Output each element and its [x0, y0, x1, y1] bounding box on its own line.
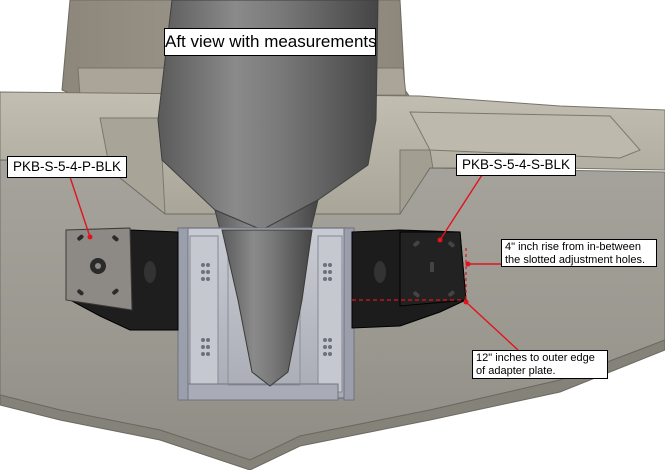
rise-note: 4" inch rise from in-between the slotted…: [501, 239, 657, 267]
measurement-lines: [352, 248, 467, 301]
edge-note: 12" inches to outer edge of adapter plat…: [472, 350, 608, 379]
edge-note-line1: 12" inches to outer edge: [476, 352, 595, 364]
rise-note-line2: the slotted adjustment holes.: [505, 254, 646, 266]
callout-leaders: [69, 174, 519, 351]
rise-note-line1: 4" inch rise from in-between: [505, 241, 641, 253]
diagram-title: Aft view with measurements: [164, 28, 377, 56]
port-part-label: PKB-S-5-4-P-BLK: [7, 156, 127, 178]
edge-note-line2: of adapter plate.: [476, 365, 556, 377]
starboard-bracket: [351, 229, 467, 329]
port-bracket: [65, 227, 179, 331]
motor-lower-shaft: [221, 229, 313, 387]
starboard-part-label: PKB-S-5-4-S-BLK: [456, 154, 576, 176]
